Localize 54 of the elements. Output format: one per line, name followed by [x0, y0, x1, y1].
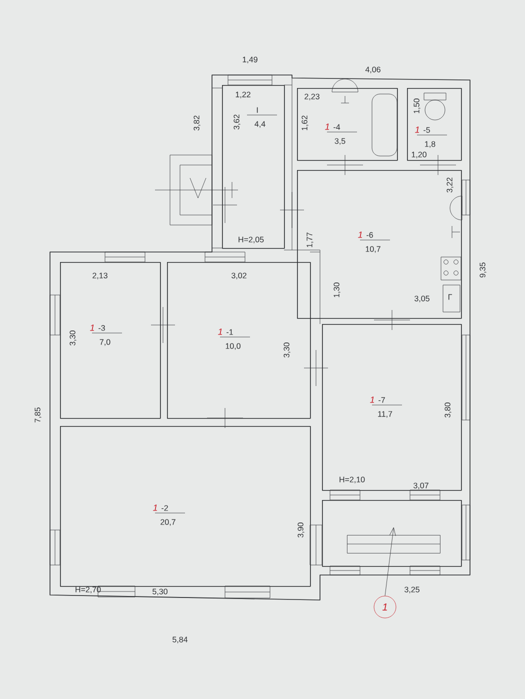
handwritten-number: 1: [415, 126, 420, 133]
dimension-label: 3,05: [414, 296, 430, 302]
handwritten-number: 1: [218, 328, 222, 335]
dimension-label: 3,82: [194, 116, 200, 130]
room-number: -4: [334, 124, 340, 130]
dimension-label: 2,13: [92, 272, 108, 280]
dimension-label: 3,07: [414, 482, 428, 490]
dimension-label: 3,22: [446, 178, 454, 192]
handwritten-number: 1: [90, 324, 94, 331]
handwritten-number: 1: [370, 396, 374, 403]
room-area: 1,8: [425, 141, 436, 148]
handwritten-number: 1: [153, 504, 158, 511]
room-area: 11,7: [378, 411, 392, 418]
dimension-label: 4,06: [365, 66, 380, 74]
dimension-label: 1,20: [412, 152, 426, 158]
dimension-label: 3,62: [234, 114, 240, 130]
entrance-arrow: [384, 527, 396, 596]
dimension-label: H=2,10: [340, 476, 365, 484]
room-area: 20,7: [160, 519, 176, 526]
dimension-label: 3,90: [298, 522, 304, 538]
dimension-label: 1,49: [242, 56, 258, 64]
room-area: 4,4: [254, 121, 266, 128]
step-block: [347, 535, 440, 554]
dimension-label: 1,22: [236, 92, 250, 98]
room-number: I: [256, 107, 258, 113]
symbol-letter: Г: [448, 294, 452, 300]
dimension-label: 1,30: [334, 282, 340, 298]
room-number: -1: [226, 329, 233, 335]
dimension-label: 1,62: [302, 116, 308, 130]
room-number: -3: [98, 325, 105, 331]
dimension-label: 3,02: [232, 272, 246, 280]
handwritten-number: 1: [358, 232, 362, 238]
circled-number: 1: [374, 596, 396, 618]
dimension-label: 7,85: [34, 408, 42, 422]
room-area: 10,7: [366, 246, 380, 253]
room-area: 7,0: [100, 339, 110, 346]
dimension-label: 9,35: [480, 262, 486, 278]
handwritten-number: 1: [325, 124, 330, 130]
room-number: -6: [366, 232, 373, 238]
dimension-label: 3,30: [70, 330, 76, 346]
dimension-label: 3,30: [284, 342, 290, 358]
room-number: -5: [424, 127, 430, 133]
dimension-label: 3,25: [404, 586, 420, 594]
dimension-label: H=2,05: [238, 236, 264, 244]
room-area: 10,0: [226, 343, 240, 350]
dimension-label: 1,50: [414, 98, 420, 114]
dimension-label: 5,84: [172, 636, 188, 644]
room-area: 3,5: [334, 138, 346, 145]
dimension-label: 1,77: [306, 232, 314, 248]
room-number: -7: [378, 397, 385, 403]
dimension-label: 2,23: [304, 94, 320, 100]
room-number: -2: [162, 505, 168, 511]
dimension-label: 3,80: [444, 402, 452, 418]
porch-outline: [322, 500, 462, 567]
